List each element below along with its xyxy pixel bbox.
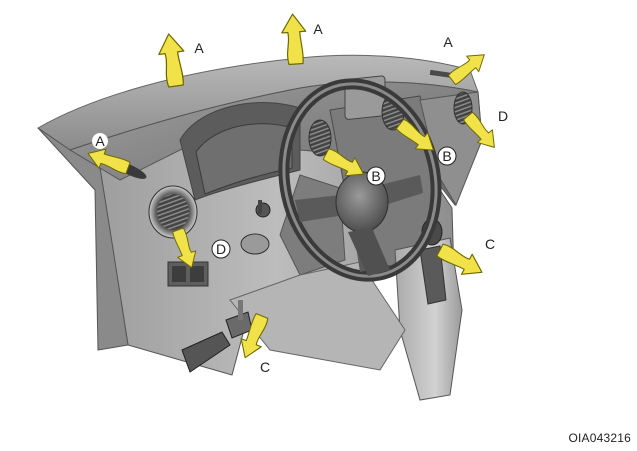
- pedal-arm: [238, 300, 243, 320]
- steering-wheel: [278, 78, 442, 282]
- knee-bolster: [229, 261, 406, 371]
- label-a-3-badge: [440, 34, 456, 50]
- label-c-2-badge: [257, 359, 273, 375]
- airflow-arrow-a-2: [279, 12, 309, 66]
- label-a-1-badge: [191, 40, 207, 56]
- ignition-key: [258, 200, 262, 214]
- hood-release: [240, 233, 270, 255]
- dashboard-left-wing: [37, 127, 129, 351]
- label-a-3: A: [443, 34, 453, 50]
- label-d-2: D: [216, 241, 226, 257]
- accelerator-pedal: [181, 331, 231, 373]
- steering-spoke-right: [380, 175, 423, 205]
- label-b-2: B: [442, 148, 451, 164]
- center-vent-left: [308, 119, 332, 157]
- label-a-1: A: [194, 40, 204, 56]
- dashboard: [37, 54, 483, 401]
- steering-column: [348, 228, 390, 276]
- steering-spoke-left: [295, 195, 345, 222]
- label-a-4: A: [95, 133, 105, 149]
- label-d-1: D: [498, 108, 508, 124]
- gear-shifter: [419, 245, 447, 305]
- label-a-2-badge: [310, 21, 326, 37]
- label-c-1: C: [485, 236, 495, 252]
- label-a-2: A: [313, 21, 323, 37]
- left-side-vent-slats: [157, 194, 189, 230]
- instrument-cluster: [195, 123, 293, 195]
- label-b-1: B: [371, 168, 380, 184]
- vent-labels: A A A A B B D D C C: [92, 21, 511, 375]
- label-a-4-badge: [92, 133, 108, 149]
- switch-2: [190, 266, 204, 282]
- switch-1: [172, 266, 186, 282]
- figure-code: OIA043216: [568, 431, 631, 445]
- label-b-1-badge: [366, 166, 386, 186]
- label-b-2-badge: [437, 146, 457, 166]
- steering-rim-highlight: [282, 82, 438, 278]
- label-c-1-badge: [482, 236, 498, 252]
- label-d-2-badge: [211, 239, 231, 259]
- label-d-1-badge: [495, 108, 511, 124]
- airflow-arrow-a-1: [155, 31, 190, 89]
- label-c-2: C: [260, 359, 270, 375]
